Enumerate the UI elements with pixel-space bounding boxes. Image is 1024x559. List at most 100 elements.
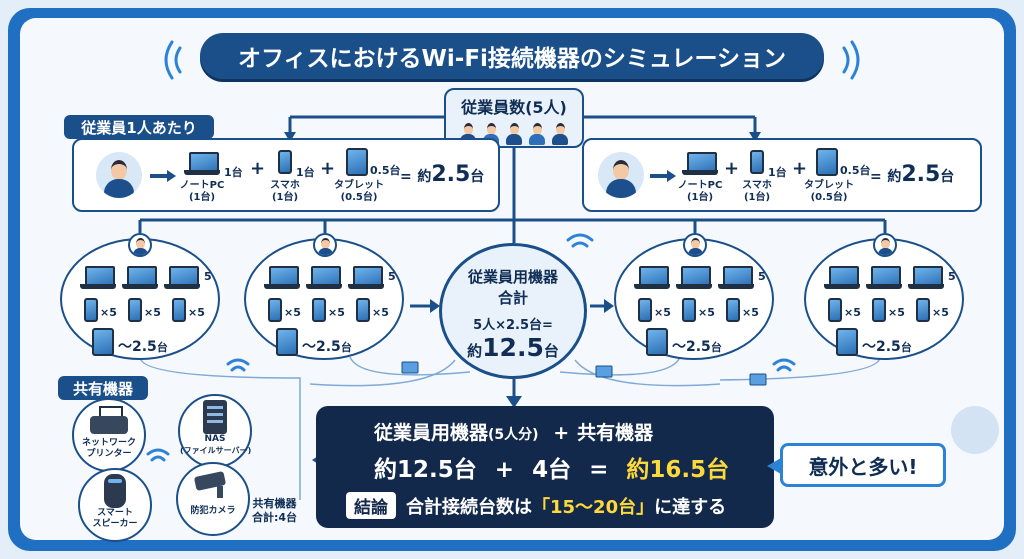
laptop-icon [908, 266, 944, 290]
smartphone-icon [750, 150, 764, 174]
tablet-icon [816, 148, 838, 176]
printer-label: ネットワーク [81, 438, 136, 448]
phone-group-count: ×5 [844, 306, 861, 319]
employee-devices-bubble-2: 5 ×5 ×5 ×5 〜2.5台 [244, 238, 404, 360]
smartphone-icon [872, 298, 886, 322]
employee-devices-bubble-1: 5 ×5 ×5 ×5 〜2.5台 [60, 238, 220, 360]
employee-avatar-icon [96, 152, 142, 198]
plus-sign: + [724, 158, 740, 179]
phone-group-count: ×5 [742, 306, 759, 319]
tablet-label: タブレット(0.5台) [804, 180, 854, 203]
tablet-icon [646, 328, 668, 356]
nas-server-icon [203, 400, 227, 434]
phone-count: 1台 [296, 166, 315, 179]
nas-device: NAS (ファイルサーバー) [178, 394, 252, 468]
tablet-icon [92, 328, 114, 356]
phone-label: スマホ(1台) [270, 180, 300, 203]
grand-total-value: 約16.5台 [626, 457, 730, 483]
laptop-icon [264, 266, 300, 290]
smartphone-icon [84, 298, 98, 322]
arrow-right-icon [150, 170, 176, 182]
summary-row2: 約12.5台 + 4台 = 約16.5台 [374, 457, 730, 483]
laptop-group-count: 5 [204, 270, 212, 283]
smart-speaker-device: スマート スピーカー [78, 468, 152, 542]
page-title: オフィスにおけるWi-Fi接続機器のシミュレーション [200, 33, 824, 79]
speaker-label: スピーカー [92, 519, 138, 529]
smartphone-icon [916, 298, 930, 322]
laptop-icon [306, 266, 342, 290]
arrow-right-icon [650, 170, 676, 182]
tablet-label: タブレット(0.5台) [334, 180, 384, 203]
employee-count-label: 従業員数(5人) [461, 98, 567, 117]
laptop-icon [682, 152, 718, 176]
shared-devices-total: 共有機器合計:4台 [252, 497, 298, 524]
tablet-count: 0.5台 [370, 164, 401, 177]
per-person-panel-right: ノートPC(1台) + 1台 スマホ(1台) + 0.5台 タブレット(0.5台… [582, 138, 982, 212]
smartphone-icon [356, 298, 370, 322]
phone-group-count: ×5 [144, 306, 161, 319]
security-camera-icon [193, 468, 233, 502]
employee-avatar-icon [313, 233, 337, 257]
smartphone-icon [278, 150, 292, 174]
smart-speaker-icon [104, 474, 126, 508]
smartphone-icon [128, 298, 142, 322]
laptop-icon [824, 266, 860, 290]
laptop-icon [122, 266, 158, 290]
laptop-group-count: 5 [388, 270, 396, 283]
phone-group-count: ×5 [654, 306, 671, 319]
smartphone-icon [682, 298, 696, 322]
center-line2: 合計 [497, 289, 528, 307]
smartphone-icon [172, 298, 186, 322]
phone-group-count: ×5 [698, 306, 715, 319]
summary-row1: 従業員用機器(5人分) +共有機器 [374, 422, 654, 444]
per-person-total: = 約2.5台 [400, 162, 485, 187]
per-person-total: = 約2.5台 [870, 162, 955, 187]
phone-group-count: ×5 [888, 306, 905, 319]
phone-group-count: ×5 [372, 306, 389, 319]
shared-devices-tag: 共有機器 [58, 376, 148, 400]
phone-group-count: ×5 [188, 306, 205, 319]
center-line1: 従業員用機器 [467, 268, 558, 286]
employee-devices-bubble-4: 5 ×5 ×5 ×5 〜2.5台 [804, 238, 964, 360]
laptop-icon [676, 266, 712, 290]
per-person-panel-left: 1台 ノートPC(1台) + 1台 スマホ(1台) + 0.5台 タブレット(0… [72, 138, 500, 212]
laptop-icon [718, 266, 754, 290]
phone-group-count: ×5 [100, 306, 117, 319]
phone-count: 1台 [768, 166, 787, 179]
speaker-label: スマート [97, 508, 133, 518]
laptop-icon [164, 266, 200, 290]
printer-label: プリンター [86, 449, 132, 459]
laptop-count: 1台 [224, 166, 243, 179]
employee-avatar-icon [873, 233, 897, 257]
tablet-group-count: 〜2.5台 [302, 339, 352, 355]
surprise-callout: 意外と多い! [767, 443, 946, 487]
plus-sign: + [320, 158, 336, 179]
laptop-group-count: 5 [948, 270, 956, 283]
security-camera-device: 防犯カメラ [176, 462, 250, 536]
per-person-tag: 従業員1人あたり [64, 115, 214, 139]
camera-label: 防犯カメラ [190, 506, 236, 516]
laptop-label: ノートPC(1台) [179, 180, 225, 203]
employee-count-box: 従業員数(5人) [444, 88, 584, 148]
phone-group-count: ×5 [932, 306, 949, 319]
center-value: 約12.5台 [467, 333, 559, 362]
smartphone-icon [726, 298, 740, 322]
phone-group-count: ×5 [328, 306, 345, 319]
conclusion-chip: 結論 [346, 492, 396, 519]
plus-sign: + [792, 158, 808, 179]
printer-icon [90, 404, 128, 438]
tablet-group-count: 〜2.5台 [118, 339, 168, 355]
tablet-group-count: 〜2.5台 [672, 339, 722, 355]
employee-avatar-icon [128, 233, 152, 257]
summary-conclusion: 結論 合計接続台数は「15〜20台」に達する [346, 492, 726, 519]
person-icon [527, 123, 547, 147]
smartphone-icon [312, 298, 326, 322]
phone-group-count: ×5 [284, 306, 301, 319]
plus-sign: + [250, 158, 266, 179]
laptop-icon [184, 152, 220, 176]
laptop-icon [80, 266, 116, 290]
tablet-icon [276, 328, 298, 356]
laptop-icon [348, 266, 384, 290]
laptop-icon [866, 266, 902, 290]
